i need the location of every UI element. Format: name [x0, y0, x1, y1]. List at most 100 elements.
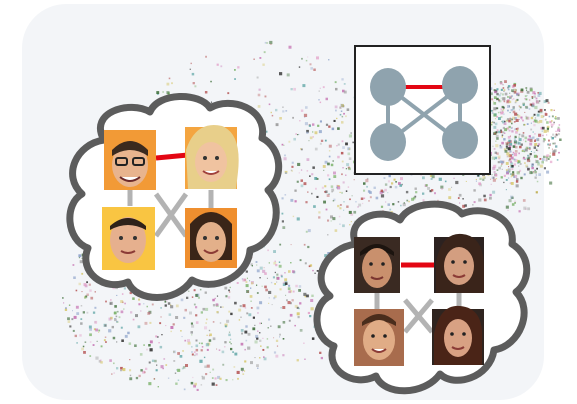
scatter-point	[494, 122, 498, 126]
scatter-point	[225, 295, 228, 298]
scatter-point	[294, 304, 298, 308]
scatter-point	[303, 243, 306, 246]
scatter-point	[270, 111, 272, 114]
scatter-point	[514, 200, 517, 203]
scatter-point	[533, 124, 536, 127]
scatter-point	[291, 170, 293, 172]
scatter-point	[495, 144, 499, 148]
scatter-point	[496, 107, 499, 110]
scatter-point	[206, 334, 208, 336]
scatter-point	[512, 145, 516, 148]
scatter-point	[247, 291, 249, 293]
scatter-point	[498, 130, 501, 134]
scatter-point	[509, 150, 512, 153]
scatter-point	[534, 139, 536, 141]
scatter-point	[366, 185, 368, 188]
scatter-point	[493, 96, 497, 99]
scatter-point	[363, 182, 366, 185]
scatter-point	[206, 364, 210, 368]
scatter-point	[299, 259, 302, 262]
scatter-point	[532, 131, 534, 133]
scatter-point	[518, 133, 521, 136]
scatter-point	[324, 254, 328, 258]
scatter-point	[503, 100, 506, 103]
scatter-point	[319, 142, 322, 145]
scatter-point	[236, 370, 240, 374]
scatter-point	[287, 301, 291, 305]
scatter-point	[116, 294, 118, 296]
scatter-point	[334, 229, 338, 232]
scatter-point	[512, 153, 514, 156]
scatter-point	[316, 270, 319, 272]
scatter-point	[337, 155, 340, 159]
scatter-point	[348, 134, 352, 138]
scatter-point	[535, 172, 537, 174]
scatter-point	[84, 296, 87, 299]
scatter-point	[536, 113, 540, 117]
scatter-point	[250, 281, 254, 284]
scatter-point	[327, 174, 330, 177]
scatter-point	[89, 328, 92, 331]
scatter-point	[250, 361, 253, 365]
scatter-point	[128, 342, 132, 345]
scatter-point	[534, 140, 536, 142]
scatter-point	[539, 135, 541, 137]
scatter-point	[332, 217, 336, 221]
scatter-point	[206, 318, 208, 321]
scatter-point	[550, 109, 553, 112]
scatter-point	[500, 111, 504, 115]
scatter-point	[535, 149, 538, 151]
scatter-point	[205, 322, 207, 324]
scatter-point	[546, 170, 550, 174]
scatter-point	[171, 82, 173, 85]
scatter-point	[510, 195, 514, 199]
scatter-point	[204, 291, 207, 294]
scatter-point	[336, 186, 338, 189]
scatter-point	[502, 126, 505, 130]
scatter-point	[551, 115, 554, 118]
scatter-point	[324, 185, 327, 188]
scatter-point	[516, 127, 519, 130]
scatter-point	[531, 165, 533, 167]
scatter-point	[100, 361, 103, 364]
scatter-point	[149, 340, 153, 344]
scatter-point	[509, 154, 512, 158]
scatter-point	[203, 356, 206, 359]
scatter-point	[534, 92, 536, 95]
scatter-point	[339, 204, 342, 206]
scatter-point	[518, 165, 520, 167]
scatter-point	[332, 160, 334, 162]
scatter-point	[206, 348, 209, 351]
scatter-point	[282, 338, 285, 340]
scatter-point	[256, 76, 259, 79]
scatter-point	[458, 193, 462, 197]
scatter-point	[367, 190, 371, 193]
scatter-point	[520, 116, 523, 119]
scatter-point	[159, 345, 163, 349]
scatter-point	[138, 303, 141, 306]
scatter-point	[273, 297, 276, 300]
scatter-point	[218, 349, 221, 351]
scatter-point	[527, 207, 530, 211]
scatter-point	[482, 175, 486, 179]
scatter-point	[256, 364, 259, 367]
scatter-point	[505, 179, 508, 181]
scatter-point	[373, 186, 376, 189]
scatter-point	[549, 181, 553, 185]
scatter-point	[310, 307, 314, 311]
scatter-point	[254, 324, 256, 326]
scatter-point	[509, 171, 511, 173]
scatter-point	[341, 121, 344, 124]
scatter-point	[98, 329, 101, 332]
scatter-point	[149, 321, 152, 324]
scatter-point	[300, 148, 303, 151]
scatter-point	[71, 318, 74, 321]
scatter-point	[339, 223, 341, 225]
scatter-point	[257, 93, 261, 97]
scatter-point	[524, 208, 527, 210]
scatter-point	[69, 325, 72, 328]
scatter-point	[127, 331, 130, 335]
scatter-point	[348, 210, 352, 214]
scatter-point	[129, 291, 132, 295]
scatter-point	[333, 198, 336, 201]
